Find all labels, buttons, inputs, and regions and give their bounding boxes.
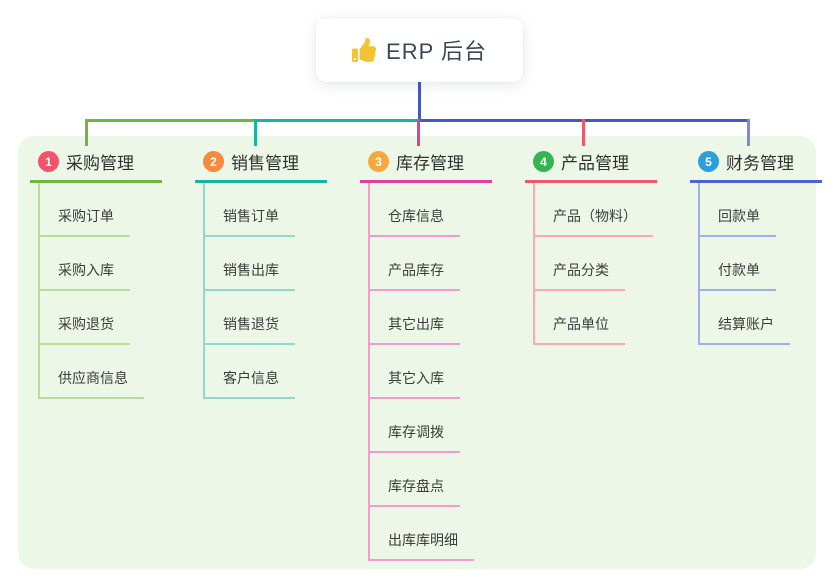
child-node[interactable]: 库存调拨: [368, 399, 460, 453]
branch-node-purchase[interactable]: 1 采购管理: [30, 147, 162, 183]
child-node[interactable]: 仓库信息: [368, 183, 460, 237]
branch-drop-line-1: [85, 119, 88, 146]
child-node[interactable]: 其它出库: [368, 291, 460, 345]
branch-product: 4 产品管理 产品（物料） 产品分类 产品单位: [525, 147, 675, 345]
branch-sales: 2 销售管理 销售订单 销售出库 销售退货 客户信息: [195, 147, 345, 399]
branch-title: 产品管理: [561, 154, 629, 173]
branch-drop-line-4: [582, 119, 585, 146]
branch-drop-line-3: [417, 119, 420, 146]
branch-finance: 5 财务管理 回款单 付款单 结算账户: [690, 147, 839, 345]
branch-drop-line-2: [254, 119, 257, 146]
child-node[interactable]: 采购订单: [38, 183, 130, 237]
child-node[interactable]: 销售订单: [203, 183, 295, 237]
child-node[interactable]: 采购退货: [38, 291, 130, 345]
child-node[interactable]: 其它入库: [368, 345, 460, 399]
children-connector-line: [368, 183, 370, 561]
children-connector-line: [203, 183, 205, 399]
branch-number-badge: 4: [533, 151, 554, 172]
mindmap-panel: [18, 136, 816, 569]
branch-purchase: 1 采购管理 采购订单 采购入库 采购退货 供应商信息: [30, 147, 180, 399]
child-node[interactable]: 客户信息: [203, 345, 295, 399]
branch-inventory: 3 库存管理 仓库信息 产品库存 其它出库 其它入库 库存调拨 库存盘点 出库库…: [360, 147, 510, 561]
branch-title: 销售管理: [231, 154, 299, 173]
child-node[interactable]: 付款单: [698, 237, 776, 291]
branch-node-finance[interactable]: 5 财务管理: [690, 147, 822, 183]
branch-title: 采购管理: [66, 154, 134, 173]
child-node[interactable]: 采购入库: [38, 237, 130, 291]
child-node[interactable]: 产品单位: [533, 291, 625, 345]
bus-line-green: [85, 119, 256, 122]
children-connector-line: [38, 183, 40, 399]
child-node[interactable]: 产品库存: [368, 237, 460, 291]
child-node[interactable]: 回款单: [698, 183, 776, 237]
child-node[interactable]: 产品（物料）: [533, 183, 653, 237]
child-node[interactable]: 销售出库: [203, 237, 295, 291]
branch-title: 财务管理: [726, 154, 794, 173]
child-node[interactable]: 销售退货: [203, 291, 295, 345]
children-connector-line: [698, 183, 700, 345]
branch-number-badge: 5: [698, 151, 719, 172]
branch-number-badge: 1: [38, 151, 59, 172]
root-connector-line: [418, 82, 421, 119]
branch-title: 库存管理: [396, 154, 464, 173]
bus-line-teal: [256, 119, 419, 122]
branch-number-badge: 3: [368, 151, 389, 172]
branch-node-inventory[interactable]: 3 库存管理: [360, 147, 492, 183]
root-node[interactable]: ERP 后台: [316, 18, 523, 82]
branch-node-sales[interactable]: 2 销售管理: [195, 147, 327, 183]
child-node[interactable]: 结算账户: [698, 291, 790, 345]
child-node[interactable]: 供应商信息: [38, 345, 144, 399]
child-node[interactable]: 产品分类: [533, 237, 625, 291]
child-node[interactable]: 出库库明细: [368, 507, 474, 561]
children-connector-line: [533, 183, 535, 345]
branch-drop-line-5: [747, 119, 750, 146]
branch-node-product[interactable]: 4 产品管理: [525, 147, 657, 183]
root-node-title: ERP 后台: [386, 39, 487, 64]
branch-number-badge: 2: [203, 151, 224, 172]
thumbs-up-icon: [352, 38, 377, 62]
child-node[interactable]: 库存盘点: [368, 453, 460, 507]
